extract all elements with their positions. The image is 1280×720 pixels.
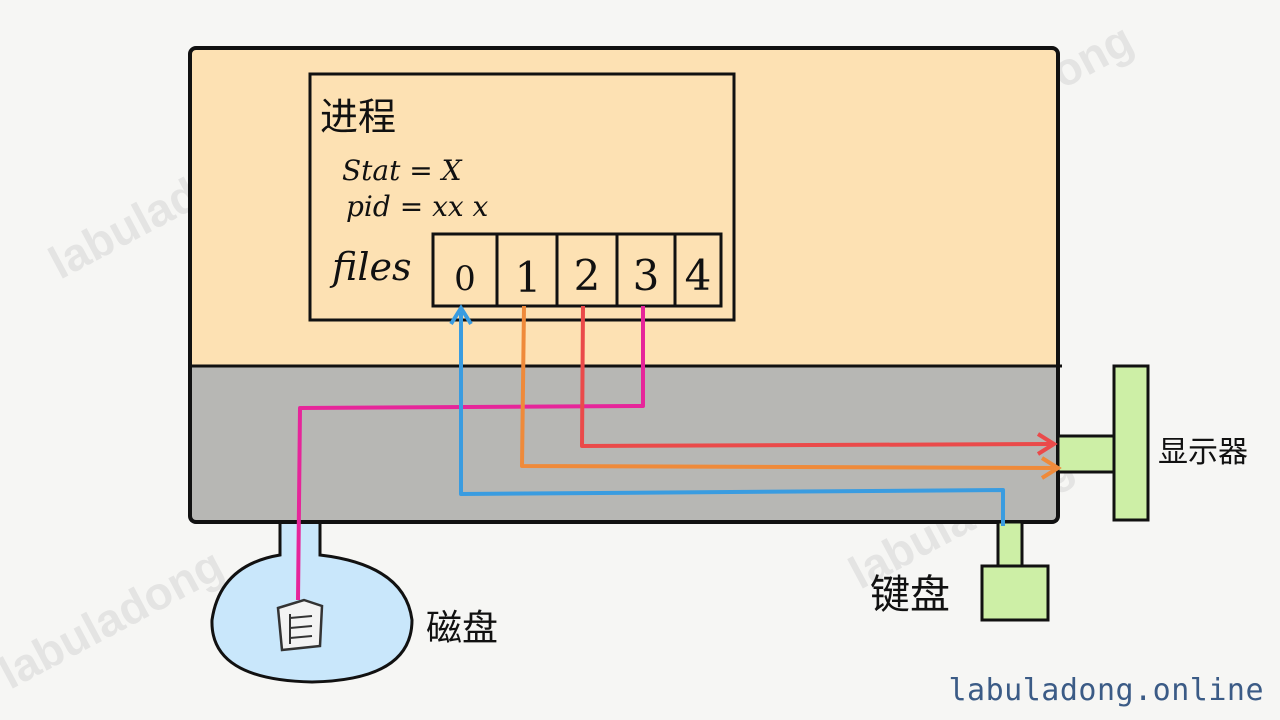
fd-3: 3 xyxy=(633,251,660,300)
fd-2: 2 xyxy=(574,251,601,300)
footer-site: labuladong.online xyxy=(948,673,1264,708)
disk-label: 磁盘 xyxy=(426,608,498,649)
monitor-label: 显示器 xyxy=(1158,435,1248,470)
keyboard-connector xyxy=(996,520,1024,570)
fd-table-outline xyxy=(431,232,723,308)
fd-1: 1 xyxy=(515,253,542,302)
fd3-to-disk-line xyxy=(296,306,645,601)
disk-device: 磁盘 xyxy=(276,598,498,652)
process-stat: Stat = X xyxy=(342,154,463,187)
fd0-from-keyboard-line xyxy=(459,312,1005,526)
files-label: files xyxy=(329,245,412,289)
fd2-arrowhead xyxy=(1036,432,1058,456)
keyboard-label: 键盘 xyxy=(870,572,950,618)
disk-neck xyxy=(210,518,414,684)
fd-4: 4 xyxy=(685,251,712,300)
watermark-text: labuladong xyxy=(0,538,231,699)
fd-0: 0 xyxy=(454,259,476,299)
keyboard-body xyxy=(980,564,1050,622)
os-box-outline xyxy=(188,46,1060,524)
file-icon xyxy=(276,598,324,652)
process-title: 进程 xyxy=(320,95,396,139)
fd1-arrowhead xyxy=(1040,456,1062,480)
process-pid: pid = xx x xyxy=(346,190,489,223)
fd2-to-monitor-line xyxy=(580,305,1051,448)
monitor-device: 显示器 xyxy=(1056,364,1248,522)
fd-table: 0 1 2 3 4 xyxy=(431,232,723,308)
monitor-body xyxy=(1112,364,1150,522)
monitor-connector xyxy=(1056,434,1120,474)
user-space-area xyxy=(190,48,1058,366)
fd1-to-monitor-line xyxy=(520,305,1055,470)
keyboard-device: 键盘 xyxy=(870,520,1050,622)
fd0-arrowhead xyxy=(449,304,473,326)
